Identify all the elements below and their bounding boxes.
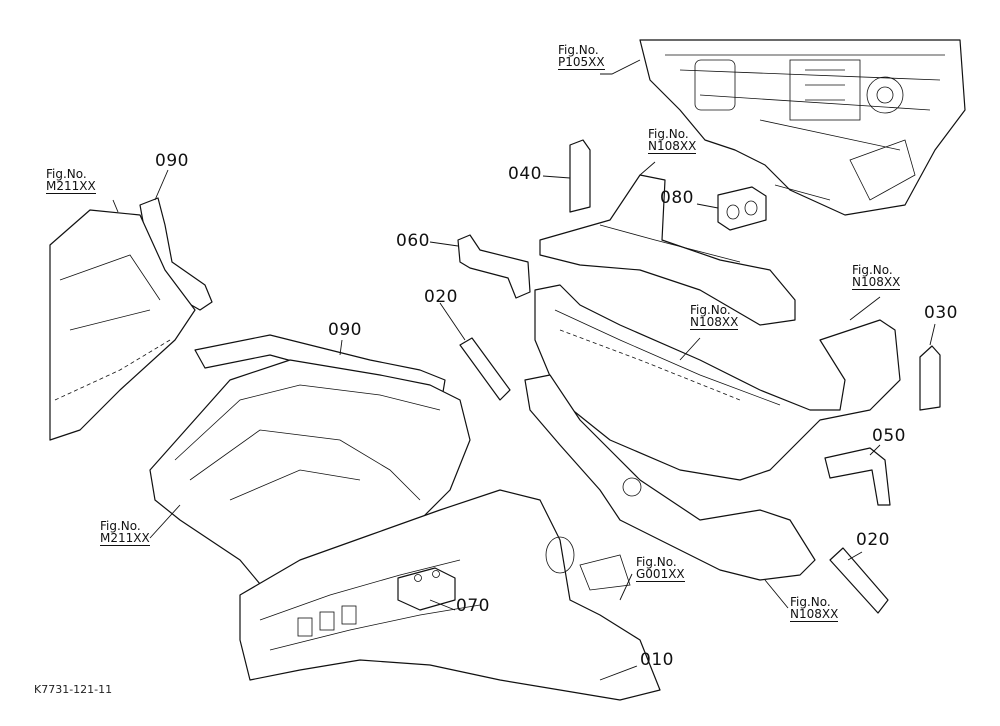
fig-ref-caption: Fig.No. xyxy=(648,127,689,141)
fig-ref-caption: Fig.No. xyxy=(636,555,677,569)
fig-ref-caption: Fig.No. xyxy=(790,595,831,609)
duct-n108-middle-drawing xyxy=(534,284,901,481)
part-030-drawing xyxy=(919,345,941,411)
part-number-030[interactable]: 030 xyxy=(924,303,958,323)
part-number-080[interactable]: 080 xyxy=(660,188,694,208)
fig-ref-n108-top[interactable]: Fig.No. N108XX xyxy=(648,127,697,154)
duct-n108-lower-drawing xyxy=(524,374,816,581)
fig-ref-number: N108XX xyxy=(790,607,839,622)
fig-ref-caption: Fig.No. xyxy=(690,303,731,317)
fig-ref-n108-bottom[interactable]: Fig.No. N108XX xyxy=(790,595,839,622)
fig-ref-number: N108XX xyxy=(648,139,697,154)
part-020-left-drawing xyxy=(459,337,511,401)
fig-ref-number: M211XX xyxy=(100,531,150,546)
part-number-040[interactable]: 040 xyxy=(508,164,542,184)
part-number-010[interactable]: 010 xyxy=(640,650,674,670)
fig-ref-caption: Fig.No. xyxy=(100,519,141,533)
part-number-060[interactable]: 060 xyxy=(396,231,430,251)
part-080-drawing xyxy=(717,186,767,231)
part-020-right-drawing xyxy=(829,547,889,614)
fig-ref-m211-left[interactable]: Fig.No. M211XX xyxy=(46,168,96,194)
fig-ref-caption: Fig.No. xyxy=(852,263,893,277)
fig-ref-caption: Fig.No. xyxy=(558,43,599,57)
fig-ref-n108-right[interactable]: Fig.No. N108XX xyxy=(852,263,901,290)
part-number-090-top[interactable]: 090 xyxy=(155,151,189,171)
fig-ref-g001[interactable]: Fig.No. G001XX xyxy=(636,556,685,582)
part-number-070[interactable]: 070 xyxy=(456,596,490,616)
duct-n108-upper-drawing xyxy=(539,174,796,326)
part-number-050[interactable]: 050 xyxy=(872,426,906,446)
part-number-090-mid[interactable]: 090 xyxy=(328,320,362,340)
part-070-drawing xyxy=(397,567,456,611)
part-060-drawing xyxy=(457,234,531,299)
part-050-drawing xyxy=(824,447,891,506)
drawing-code: K7731-121-11 xyxy=(34,683,113,696)
fig-ref-caption: Fig.No. xyxy=(46,167,87,181)
fig-ref-number: N108XX xyxy=(690,315,739,330)
fig-ref-m211-bottom[interactable]: Fig.No. M211XX xyxy=(100,520,150,546)
part-number-020-right[interactable]: 020 xyxy=(856,530,890,550)
hvac-unit-drawing xyxy=(639,39,966,216)
fig-ref-number: P105XX xyxy=(558,55,605,70)
fig-ref-number: G001XX xyxy=(636,567,685,582)
fig-ref-n108-mid[interactable]: Fig.No. N108XX xyxy=(690,303,739,330)
fig-ref-number: M211XX xyxy=(46,179,96,194)
console-m211-left-drawing xyxy=(49,209,196,441)
fig-ref-number: N108XX xyxy=(852,275,901,290)
leader-lines xyxy=(112,59,936,681)
fig-ref-p105[interactable]: Fig.No. P105XX xyxy=(558,44,605,70)
part-number-020-left[interactable]: 020 xyxy=(424,287,458,307)
part-040-drawing xyxy=(569,139,591,213)
